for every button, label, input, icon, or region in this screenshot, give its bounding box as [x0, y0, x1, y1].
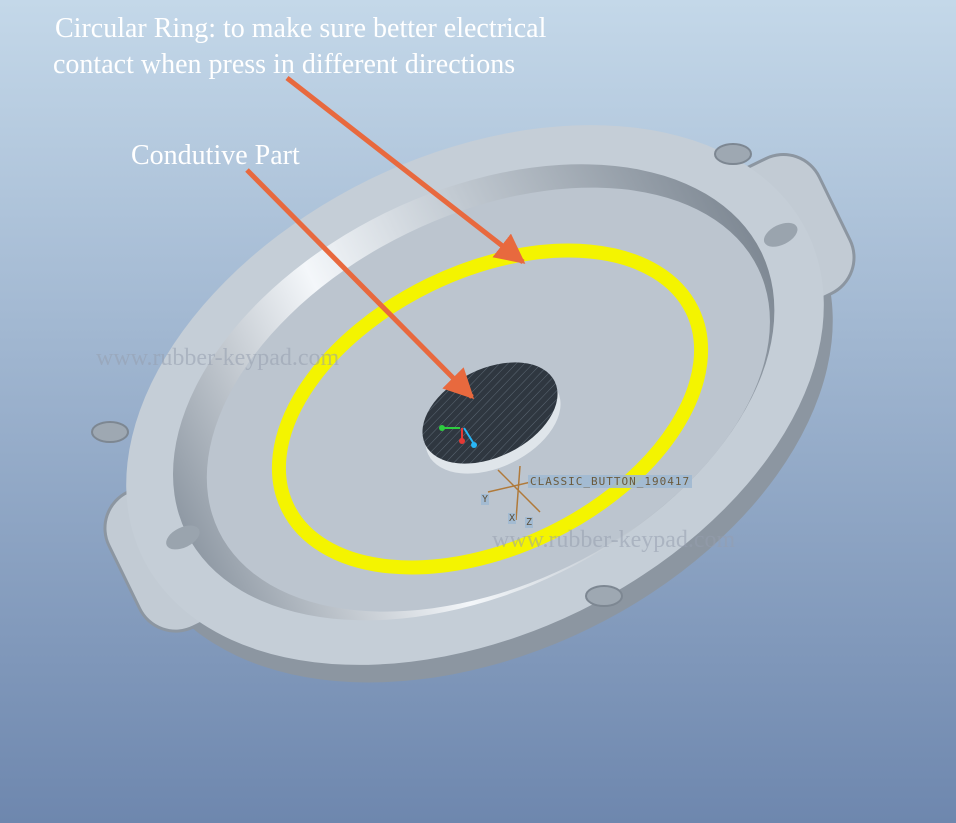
ring-arrow [285, 76, 526, 264]
ring-annotation-line1: Circular Ring: to make sure better elect… [55, 13, 547, 44]
part-arrow [245, 168, 475, 400]
circular-ring [271, 243, 709, 575]
watermark: www.rubber-keypad.com [96, 345, 340, 371]
csys-label: CLASSIC_BUTTON_190417 [528, 475, 693, 488]
axis-label-z: Z [525, 517, 534, 528]
watermark: www.rubber-keypad.com [492, 527, 736, 553]
axis-label-y: Y [481, 494, 490, 505]
mount-peg [166, 525, 200, 550]
ring-annotation-line2: contact when press in different directio… [53, 49, 516, 80]
mount-pegs [91, 143, 752, 607]
conductive-part-label: Condutive Part [131, 140, 300, 171]
axis-label-x: X [508, 513, 517, 524]
mount-peg [763, 222, 798, 247]
